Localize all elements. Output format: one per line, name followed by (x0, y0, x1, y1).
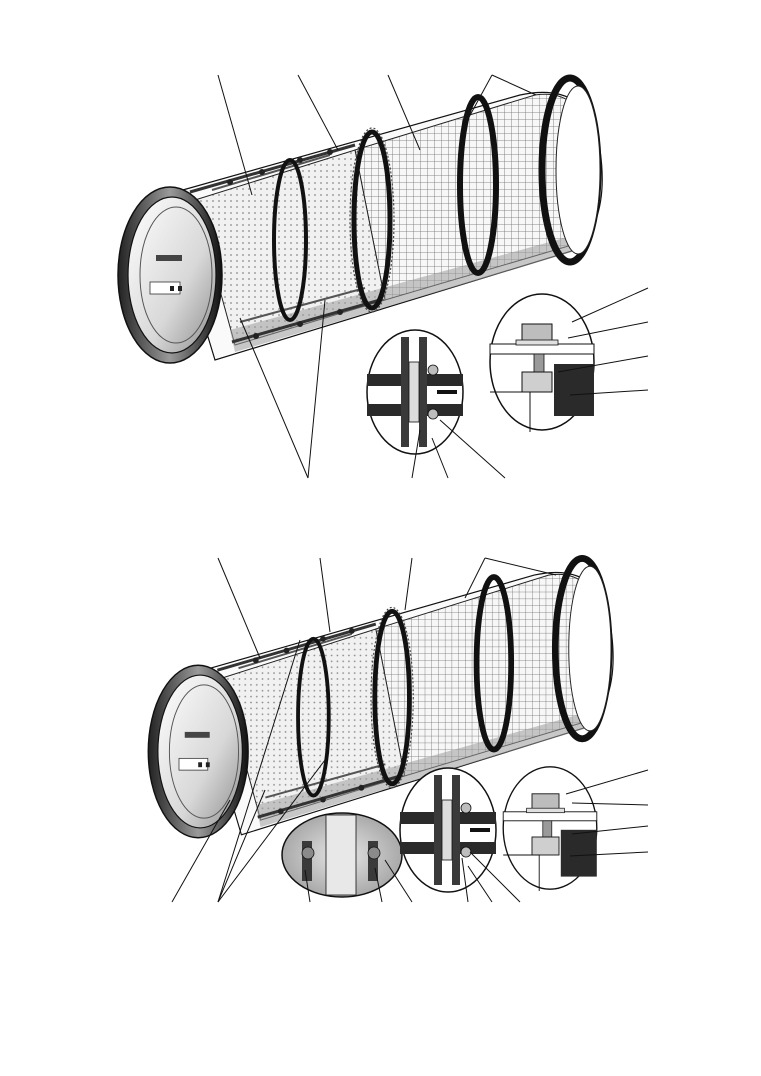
lower-seal-detail (281, 812, 403, 898)
upper-flange-detail (366, 329, 464, 455)
lower-flange-detail (399, 767, 497, 893)
lower-figure (148, 557, 649, 903)
upper-leader-lines (217, 74, 649, 479)
lower-bolt-detail (502, 766, 598, 892)
upper-figure (118, 74, 649, 479)
upper-bolt-detail (489, 293, 595, 433)
lower-leader-lines (171, 557, 649, 903)
